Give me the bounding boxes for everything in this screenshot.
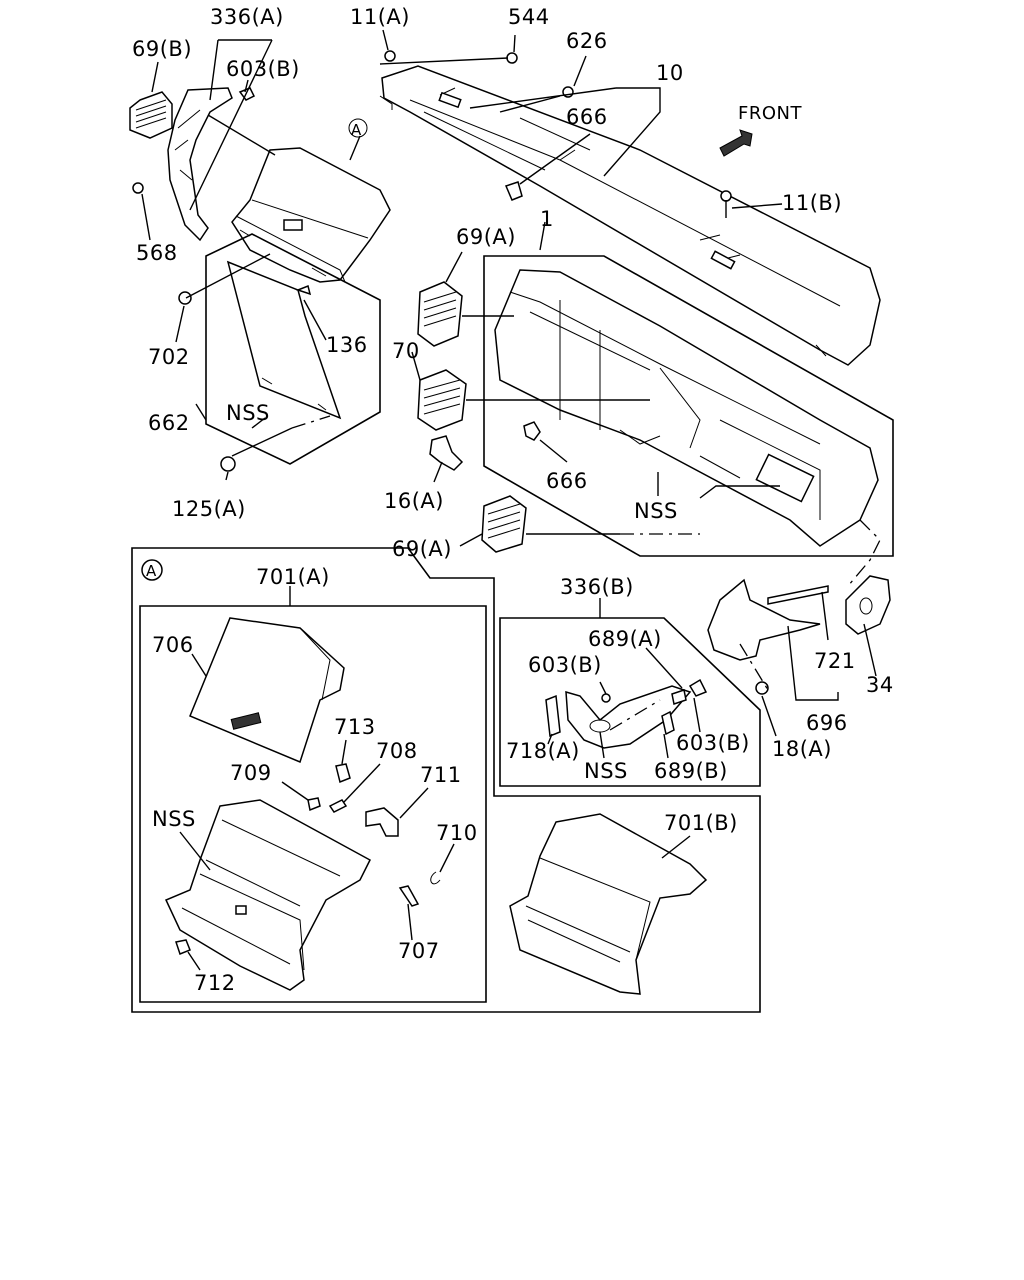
label-16a: 16(A) <box>384 489 444 513</box>
label-69a-bottom: 69(A) <box>392 537 452 561</box>
vent-69b <box>129 91 173 139</box>
label-336b: 336(B) <box>560 575 634 599</box>
label-662: 662 <box>148 411 190 435</box>
label-nss-a: NSS <box>152 807 196 831</box>
label-603b-r2: 603(B) <box>676 731 750 755</box>
label-568: 568 <box>136 241 178 265</box>
label-708: 708 <box>376 739 418 763</box>
clip-603b-top <box>238 87 256 101</box>
label-11a: 11(A) <box>350 5 410 29</box>
label-18a: 18(A) <box>772 737 832 761</box>
label-10: 10 <box>656 61 684 85</box>
side-trim-336a <box>167 87 233 242</box>
label-701b: 701(B) <box>664 811 738 835</box>
label-603b-r1: 603(B) <box>528 653 602 677</box>
label-710: 710 <box>436 821 478 845</box>
label-702: 702 <box>148 345 190 369</box>
label-706: 706 <box>152 633 194 657</box>
label-709: 709 <box>230 761 272 785</box>
label-712: 712 <box>194 971 236 995</box>
front-arrow-icon <box>719 129 753 157</box>
main-dashboard-1 <box>483 255 894 557</box>
label-125a: 125(A) <box>172 497 246 521</box>
label-666-mid: 666 <box>546 469 588 493</box>
label-603b-top: 603(B) <box>226 57 300 81</box>
label-70: 70 <box>392 339 420 363</box>
label-718a: 718(A) <box>506 739 580 763</box>
label-689b: 689(B) <box>654 759 728 783</box>
label-front: FRONT <box>738 103 802 124</box>
label-713: 713 <box>334 715 376 739</box>
bracket-16a <box>429 435 464 471</box>
label-707: 707 <box>398 939 440 963</box>
label-721: 721 <box>814 649 856 673</box>
label-544: 544 <box>508 5 550 29</box>
label-626: 626 <box>566 29 608 53</box>
label-696: 696 <box>806 711 848 735</box>
vent-70 <box>417 369 467 431</box>
box-336b <box>499 598 761 787</box>
label-69a-top: 69(A) <box>456 225 516 249</box>
box-a-detail <box>131 547 761 1013</box>
label-701a: 701(A) <box>256 565 330 589</box>
vent-69a-bottom <box>481 495 527 553</box>
bracket-666-mid <box>523 421 541 441</box>
circle-a-top <box>348 118 368 138</box>
label-34: 34 <box>866 673 894 697</box>
label-11b: 11(B) <box>782 191 842 215</box>
right-group-336b <box>707 575 891 737</box>
label-a-box: A <box>146 562 157 580</box>
fasteners <box>132 50 769 695</box>
label-1: 1 <box>540 207 554 231</box>
label-a-top: A <box>351 121 362 139</box>
vent-69a-top <box>417 281 463 347</box>
bracket-666-top <box>504 181 523 201</box>
label-nss-mid: NSS <box>634 499 678 523</box>
label-nss-box: NSS <box>584 759 628 783</box>
label-666-top: 666 <box>566 105 608 129</box>
label-336a: 336(A) <box>210 5 284 29</box>
upper-panel-10 <box>379 65 881 366</box>
label-689a: 689(A) <box>588 627 662 651</box>
label-136: 136 <box>326 333 368 357</box>
label-711: 711 <box>420 763 462 787</box>
panel-662 <box>205 233 381 465</box>
labels: 336(A) 11(A) 544 626 10 69(B) 603(B) A 6… <box>132 5 894 995</box>
label-69b: 69(B) <box>132 37 192 61</box>
label-nss-left: NSS <box>226 401 270 425</box>
leader-lines-top <box>141 29 881 587</box>
